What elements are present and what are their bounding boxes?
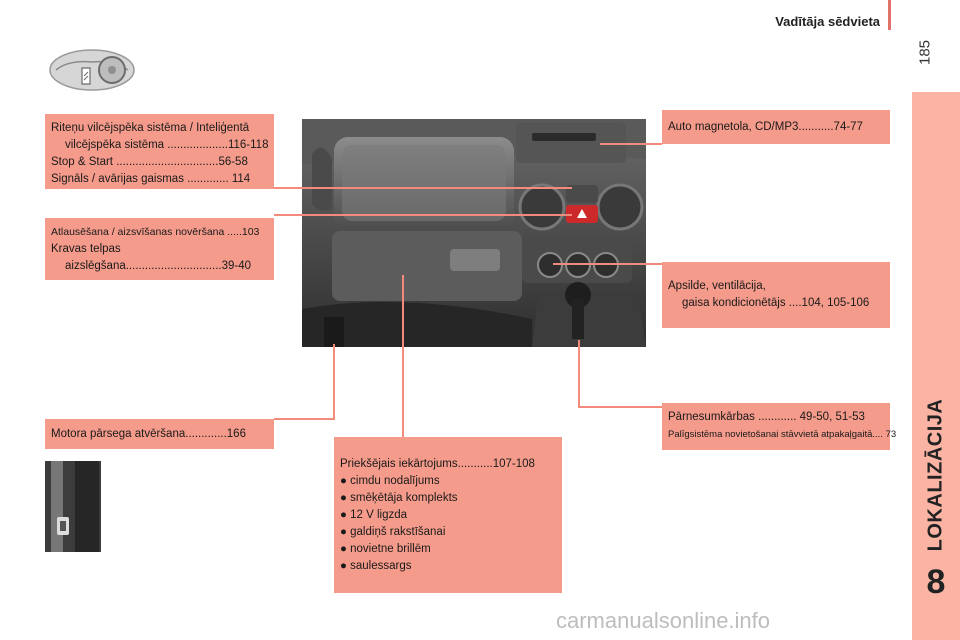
bullet-item: ● cimdu nodalījums [340,475,440,487]
chapter-label: LOKALIZĀCIJA [924,398,947,552]
box-line: Palīgsistēma novietošanai stāvvietā atpa… [668,429,897,440]
bonnet-lever-photo [45,461,101,552]
chapter-number: 8 [926,563,946,601]
connector-line [578,340,580,408]
watermark: carmanualsonline.info [556,608,771,633]
box-line: Apsilde, ventilācija, [668,280,766,292]
chapter-side-tab [912,92,960,640]
dimmer-controls-box: Atlausēšana / aizsvīšanas novēršana ....… [45,218,274,280]
box-line: Riteņu vilcējspēka sistēma / Inteliģentā [51,122,250,134]
bullet-item: ● galdiņš rakstīšanai [340,526,446,538]
page-number: 185 [916,39,934,66]
bonnet-release-box: Motora pārsega atvēršana.............166 [45,419,274,449]
connector-line [578,406,662,408]
front-equipment-box: Priekšējais iekārtojums...........107-10… [334,437,562,593]
connector-line [600,143,662,145]
box-line: Kravas telpas [51,243,121,255]
ventilation-box: Apsilde, ventilācija, gaisa kondicionētā… [662,262,890,328]
box-line: aizslēgšana.............................… [65,260,251,272]
gearbox-box: Pārnesumkārbas ............ 49-50, 51-53… [662,403,897,450]
header-rule [888,0,891,30]
box-line: Atlausēšana / aizsvīšanas novēršana ....… [51,226,260,238]
box-line: gaisa kondicionētājs ....104, 105-106 [682,297,870,309]
box-line: Signāls / avārijas gaismas .............… [51,173,251,185]
box-line: vilcējspēka sistēma ...................1… [65,139,269,151]
radio-box: Auto magnetola, CD/MP3...........74-77 [662,110,890,144]
box-line: Motora pārsega atvēršana.............166 [51,428,246,440]
dashboard-thumbnail-icon [49,49,135,91]
connector-line [553,263,662,265]
box-line: Stop & Start ...........................… [51,156,248,168]
bullet-item: ● novietne brillēm [340,543,431,555]
connector-line [274,187,572,189]
connector-line [274,418,335,420]
dashboard-photo [302,119,646,347]
box-line: Auto magnetola, CD/MP3...........74-77 [668,121,863,133]
header-title: Vadītāja sēdvieta [775,14,880,29]
connector-line [274,214,572,216]
box-line: Priekšējais iekārtojums...........107-10… [340,458,535,470]
steering-controls-box: Riteņu vilcējspēka sistēma / Inteliģentā… [45,114,274,189]
bullet-item: ● 12 V ligzda [340,509,408,521]
connector-line [402,275,404,437]
bullet-item: ● smēķētāja komplekts [340,492,458,504]
bullet-item: ● saulessargs [340,560,412,572]
connector-line [333,344,335,419]
box-line: Pārnesumkārbas ............ 49-50, 51-53 [668,411,865,423]
